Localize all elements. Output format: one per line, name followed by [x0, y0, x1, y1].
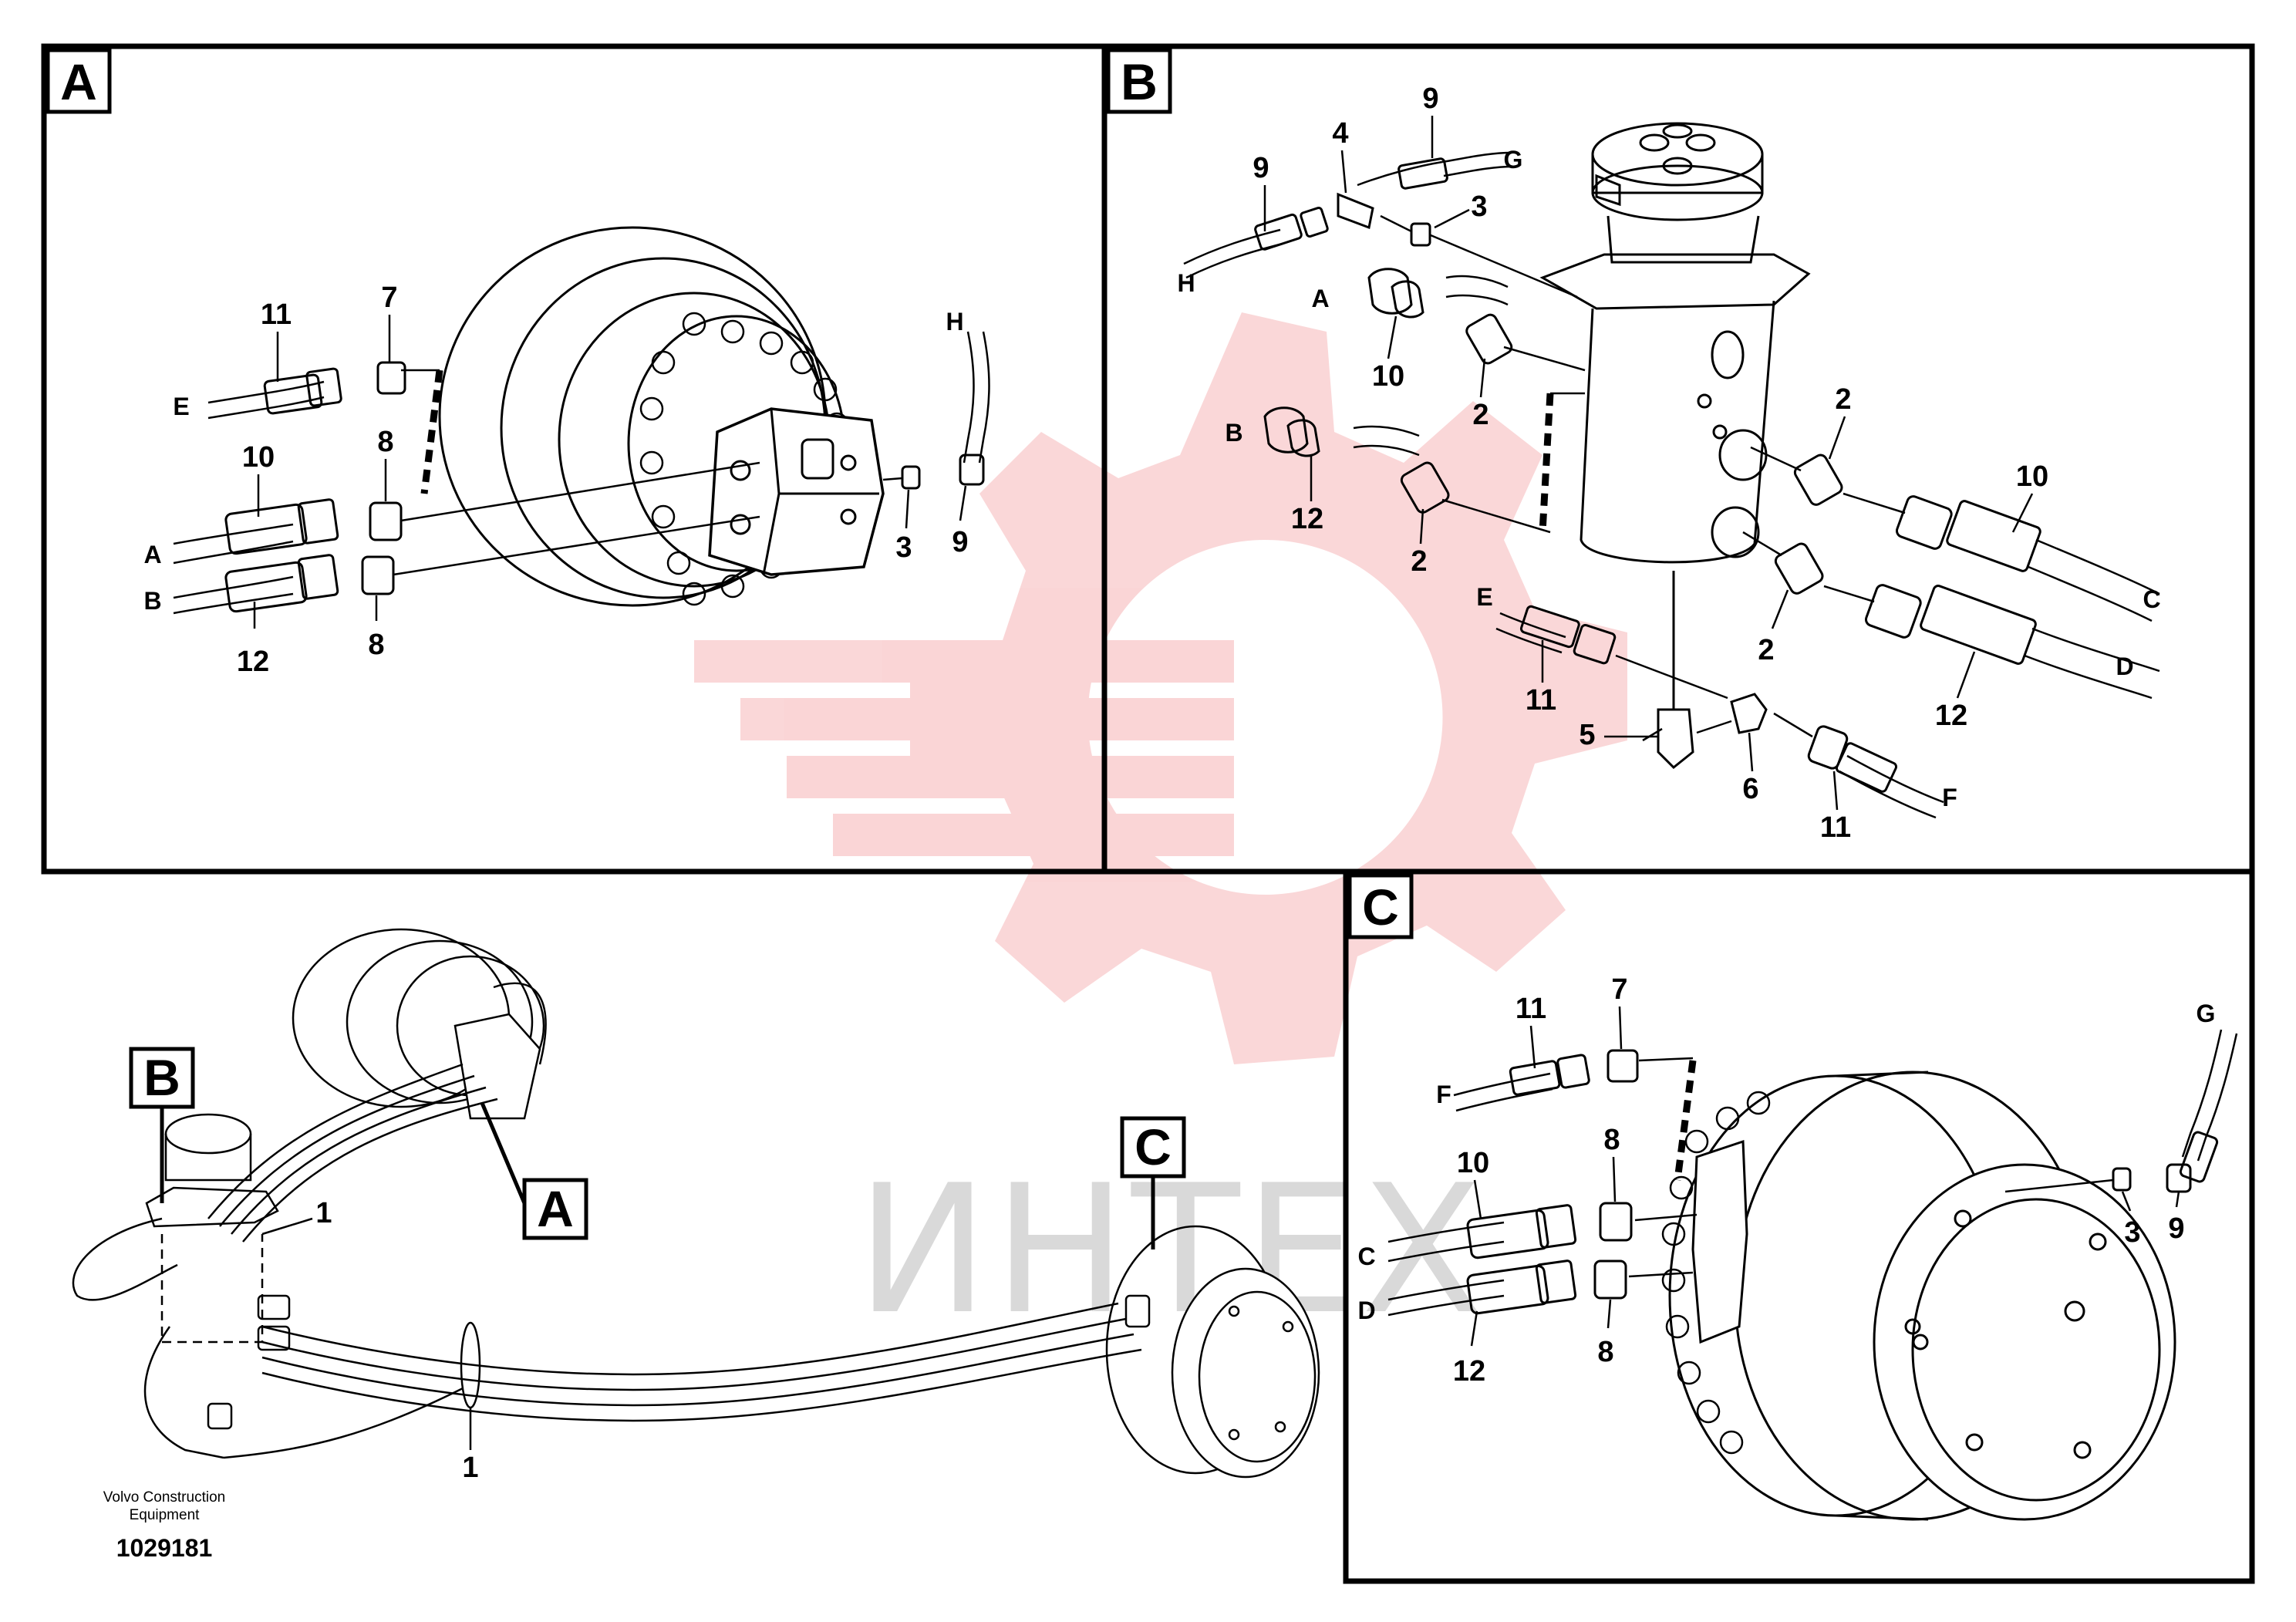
svg-text:B: B: [1121, 53, 1158, 110]
callout-3: 3: [1471, 191, 1487, 223]
callout-2: 2: [1758, 634, 1774, 666]
panel-frames: [41, 43, 2255, 1584]
callout-8: 8: [1597, 1336, 1613, 1368]
panel-tag-b: B: [1106, 48, 1172, 114]
panel-c-labels: 11 7 10 8 12 8 3 9 F C D G: [1357, 973, 2215, 1388]
callout-1: 1: [462, 1452, 478, 1484]
panel-c-leaders: [1470, 1006, 2180, 1347]
footer: Volvo Construction Equipment 1029181: [103, 1489, 225, 1562]
panel-c-drawing: [1387, 1029, 2238, 1521]
callout-9: 9: [952, 526, 968, 558]
callout-5: 5: [1579, 719, 1595, 751]
callout-11: 11: [261, 298, 292, 331]
callout-12: 12: [237, 646, 269, 678]
port-h: H: [1177, 269, 1195, 297]
port-d: D: [2116, 653, 2133, 680]
port-e: E: [173, 393, 189, 420]
overview-tag-c: C: [1120, 1116, 1186, 1249]
callout-8: 8: [368, 629, 384, 661]
panel-b-leaders: [1263, 116, 2034, 811]
overview-tag-b: B: [129, 1047, 195, 1203]
port-a: A: [143, 541, 161, 568]
port-e: E: [1476, 583, 1492, 611]
drawing-number: 1029181: [116, 1534, 213, 1562]
panel-a-drawing: [173, 226, 990, 615]
callout-6: 6: [1742, 773, 1758, 805]
callout-12: 12: [1935, 700, 1967, 732]
callout-10: 10: [1457, 1147, 1489, 1179]
svg-text:A: A: [60, 53, 97, 110]
callout-9: 9: [1422, 83, 1438, 115]
overview-labels: 1 1: [261, 1197, 479, 1484]
callout-10: 10: [2016, 460, 2048, 493]
callout-1: 1: [315, 1197, 332, 1229]
panel-tag-c: C: [1347, 873, 1414, 939]
motor-bolt-ring: [1661, 1091, 1771, 1455]
port-g: G: [1504, 146, 1523, 174]
callout-10: 10: [242, 441, 275, 474]
svg-text:B: B: [143, 1049, 180, 1106]
callout-11: 11: [1526, 684, 1556, 717]
svg-text:A: A: [537, 1180, 574, 1237]
port-d: D: [1357, 1297, 1375, 1324]
panel-a-labels: 11 7 10 8 12 8 3 9 E A B H: [143, 282, 968, 678]
callout-8: 8: [1603, 1124, 1620, 1156]
footer-org-line2: Equipment: [130, 1507, 201, 1523]
panel-b-labels: 9 4 9 3 10 2 12 2 2 10 2 12 11 5 6 11 H …: [1177, 83, 2160, 844]
callout-11: 11: [1515, 993, 1546, 1025]
port-f: F: [1942, 784, 1957, 811]
port-c: C: [2143, 585, 2160, 613]
port-f: F: [1436, 1081, 1451, 1108]
overview-tag-a: A: [480, 1102, 588, 1240]
port-c: C: [1357, 1243, 1375, 1270]
port-h: H: [946, 308, 963, 336]
svg-text:C: C: [1135, 1118, 1172, 1175]
callout-10: 10: [1372, 360, 1404, 393]
callout-8: 8: [377, 426, 393, 458]
callout-12: 12: [1453, 1355, 1485, 1388]
port-a: A: [1311, 285, 1329, 312]
callout-7: 7: [1611, 973, 1627, 1006]
callout-2: 2: [1411, 545, 1427, 578]
callout-3: 3: [895, 531, 912, 564]
callout-12: 12: [1291, 503, 1323, 535]
callout-11: 11: [1820, 811, 1851, 844]
port-b: B: [143, 587, 161, 615]
svg-text:C: C: [1362, 878, 1399, 936]
callout-2: 2: [1472, 399, 1489, 431]
watermark-text: ИНТЕХ: [856, 1148, 1487, 1354]
callout-4: 4: [1332, 117, 1348, 150]
port-g: G: [2197, 1000, 2216, 1027]
callout-9: 9: [1253, 152, 1269, 184]
callout-9: 9: [2168, 1212, 2184, 1245]
panel-b-drawing: [1183, 122, 2160, 819]
panel-a-leaders: [253, 315, 967, 629]
callout-7: 7: [381, 282, 397, 314]
port-b: B: [1225, 419, 1242, 447]
watermark-logo: [694, 312, 1627, 1064]
callout-3: 3: [2124, 1216, 2140, 1249]
footer-org-line1: Volvo Construction: [103, 1489, 225, 1506]
callout-2: 2: [1835, 383, 1851, 416]
overview-drawing: [72, 928, 1320, 1479]
panel-tag-a: A: [46, 48, 112, 114]
